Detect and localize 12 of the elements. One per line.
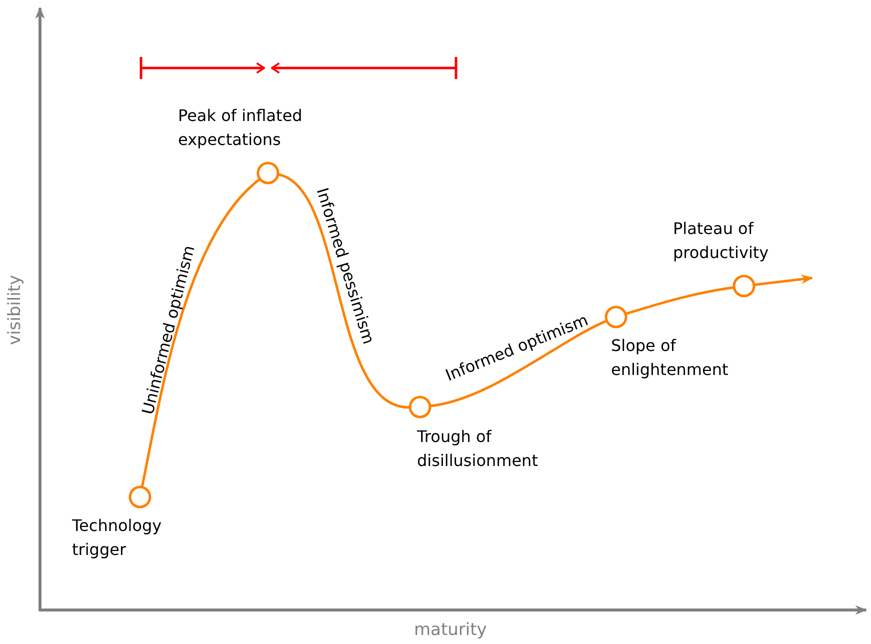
stage-label: Slope of enlightenment bbox=[611, 335, 730, 381]
stage-label: Trough of disillusionment bbox=[417, 426, 539, 472]
curve-segment bbox=[277, 173, 410, 409]
stage-label: Peak of inflated expectations bbox=[178, 105, 304, 151]
stage-label: Technology trigger bbox=[72, 515, 163, 561]
axis-label: maturity bbox=[414, 620, 487, 640]
stage-label: Plateau of productivity bbox=[673, 218, 770, 264]
curve-segment bbox=[625, 286, 734, 316]
curve-segment bbox=[140, 178, 261, 488]
axis-label: visibility bbox=[5, 274, 26, 346]
curve-segment bbox=[430, 320, 608, 408]
curve-segment bbox=[754, 274, 814, 286]
